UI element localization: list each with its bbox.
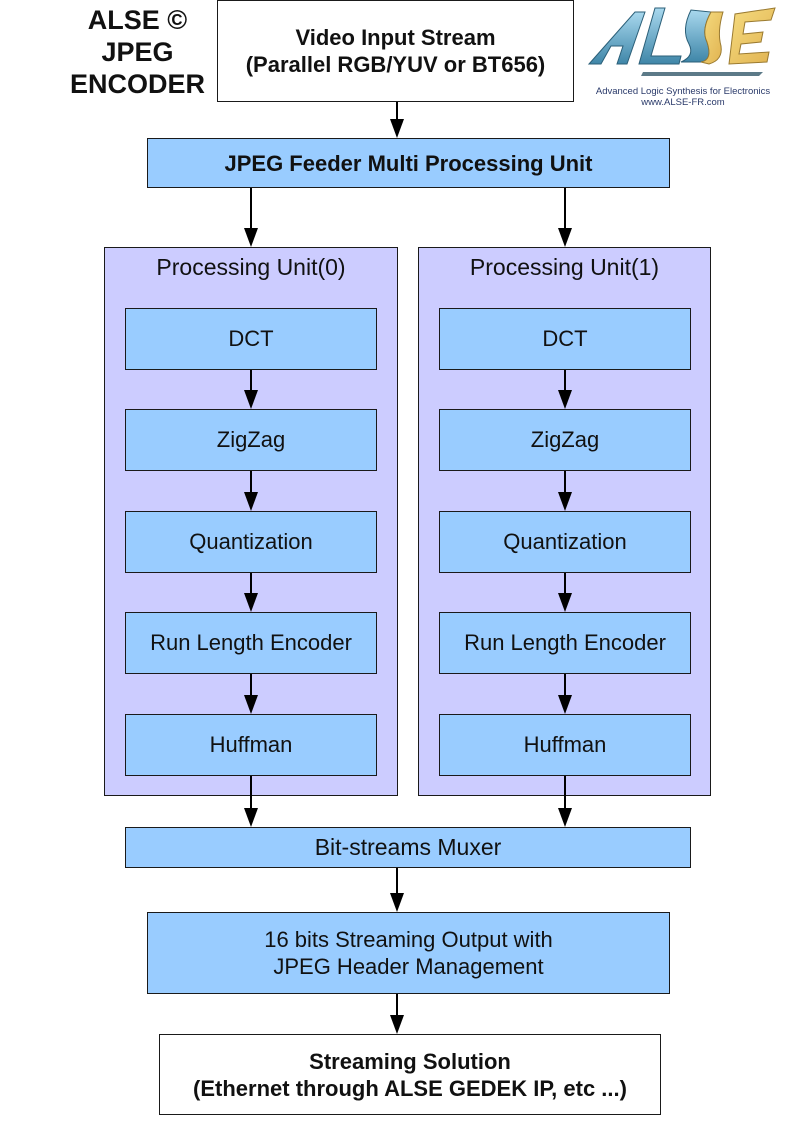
muxer-box: Bit-streams Muxer xyxy=(125,827,691,868)
alse-logo-mark xyxy=(587,7,776,76)
stage-label: Run Length Encoder xyxy=(150,630,352,655)
arrow-head xyxy=(558,695,572,714)
arrow-head xyxy=(558,593,572,612)
unit-0-stage-dct: DCT xyxy=(125,308,377,370)
arrow-head xyxy=(244,492,258,511)
logo-letter-l xyxy=(638,7,682,65)
feeder-box: JPEG Feeder Multi Processing Unit xyxy=(147,138,670,188)
arrow-head xyxy=(244,593,258,612)
streaming-solution-line-1: Streaming Solution xyxy=(309,1048,511,1074)
arrow-head xyxy=(558,492,572,511)
unit-0-stage-run-length-encoder: Run Length Encoder xyxy=(125,612,377,674)
stage-label: Quantization xyxy=(503,529,627,554)
stage-label: Quantization xyxy=(189,529,313,554)
streaming-solution-box: Streaming Solution (Ethernet through ALS… xyxy=(159,1034,661,1115)
arrow-head xyxy=(558,228,572,247)
unit-0-stage-zigzag: ZigZag xyxy=(125,409,377,471)
streaming-output-line-2: JPEG Header Management xyxy=(273,954,544,979)
arrow-head xyxy=(558,808,572,827)
stage-label: Run Length Encoder xyxy=(464,630,666,655)
processing-unit-1-title: Processing Unit(1) xyxy=(469,254,660,280)
arrow-head xyxy=(244,695,258,714)
arrow-unit-0-to-muxer xyxy=(244,776,258,827)
unit-0-stage-quantization: Quantization xyxy=(125,511,377,573)
arrow-feeder-to-unit-1 xyxy=(558,188,572,247)
arrow-unit-0-zigzag-to-quant xyxy=(244,471,258,511)
unit-1-stage-huffman: Huffman xyxy=(439,714,691,776)
title-line-1: ALSE © xyxy=(87,5,188,35)
stage-label: DCT xyxy=(542,326,588,351)
logo-tagline: Advanced Logic Synthesis for Electronics xyxy=(595,86,771,97)
arrow-head xyxy=(390,119,404,138)
stage-label: Huffman xyxy=(209,732,293,757)
arrow-unit-1-zigzag-to-quant xyxy=(558,471,572,511)
logo-letter-s-gold xyxy=(700,11,724,65)
unit-1-stage-run-length-encoder: Run Length Encoder xyxy=(439,612,691,674)
arrow-unit-1-quant-to-rle xyxy=(558,573,572,612)
arrow-unit-1-to-muxer xyxy=(558,776,572,827)
unit-1-stage-zigzag: ZigZag xyxy=(439,409,691,471)
arrow-head xyxy=(244,390,258,409)
arrow-unit-0-quant-to-rle xyxy=(244,573,258,612)
unit-1-stage-dct: DCT xyxy=(439,308,691,370)
streaming-output-line-1: 16 bits Streaming Output with xyxy=(264,927,553,952)
unit-0-stage-huffman: Huffman xyxy=(125,714,377,776)
arrow-head xyxy=(244,228,258,247)
logo-website: www.ALSE-FR.com xyxy=(641,97,725,108)
video-input-box: Video Input Stream (Parallel RGB/YUV or … xyxy=(217,0,574,102)
arrow-output-to-solution xyxy=(390,994,404,1034)
arrow-head xyxy=(558,390,572,409)
arrow-unit-0-rle-to-huffman xyxy=(244,674,258,714)
logo-letter-a xyxy=(587,11,646,65)
logo-letter-e xyxy=(728,7,776,65)
muxer-label: Bit-streams Muxer xyxy=(314,834,502,860)
title-line-3: ENCODER xyxy=(69,69,205,99)
arrow-feeder-to-unit-0 xyxy=(244,188,258,247)
streaming-solution-line-2: (Ethernet through ALSE GEDEK IP, etc ...… xyxy=(193,1075,627,1101)
logo-swoosh xyxy=(641,72,763,76)
stage-label: DCT xyxy=(228,326,274,351)
stage-label: ZigZag xyxy=(530,427,600,452)
arrow-head xyxy=(390,1015,404,1034)
arrow-head xyxy=(390,893,404,912)
streaming-output-box: 16 bits Streaming Output with JPEG Heade… xyxy=(147,912,670,994)
video-input-line-1: Video Input Stream xyxy=(295,25,496,50)
diagram-title: ALSE © JPEG ENCODER xyxy=(55,4,220,100)
stage-label: ZigZag xyxy=(216,427,286,452)
processing-unit-0-title: Processing Unit(0) xyxy=(156,254,346,280)
stage-label: Huffman xyxy=(523,732,607,757)
unit-1-stage-quantization: Quantization xyxy=(439,511,691,573)
video-input-line-2: (Parallel RGB/YUV or BT656) xyxy=(245,52,546,77)
arrow-unit-0-dct-to-zigzag xyxy=(244,370,258,409)
arrow-unit-1-rle-to-huffman xyxy=(558,674,572,714)
feeder-label: JPEG Feeder Multi Processing Unit xyxy=(224,150,593,176)
arrow-muxer-to-output xyxy=(390,868,404,912)
alse-logo: Advanced Logic Synthesis for Electronics… xyxy=(583,2,783,108)
arrow-unit-1-dct-to-zigzag xyxy=(558,370,572,409)
title-line-2: JPEG xyxy=(101,37,174,67)
arrow-input-to-feeder xyxy=(390,102,404,138)
arrow-head xyxy=(244,808,258,827)
